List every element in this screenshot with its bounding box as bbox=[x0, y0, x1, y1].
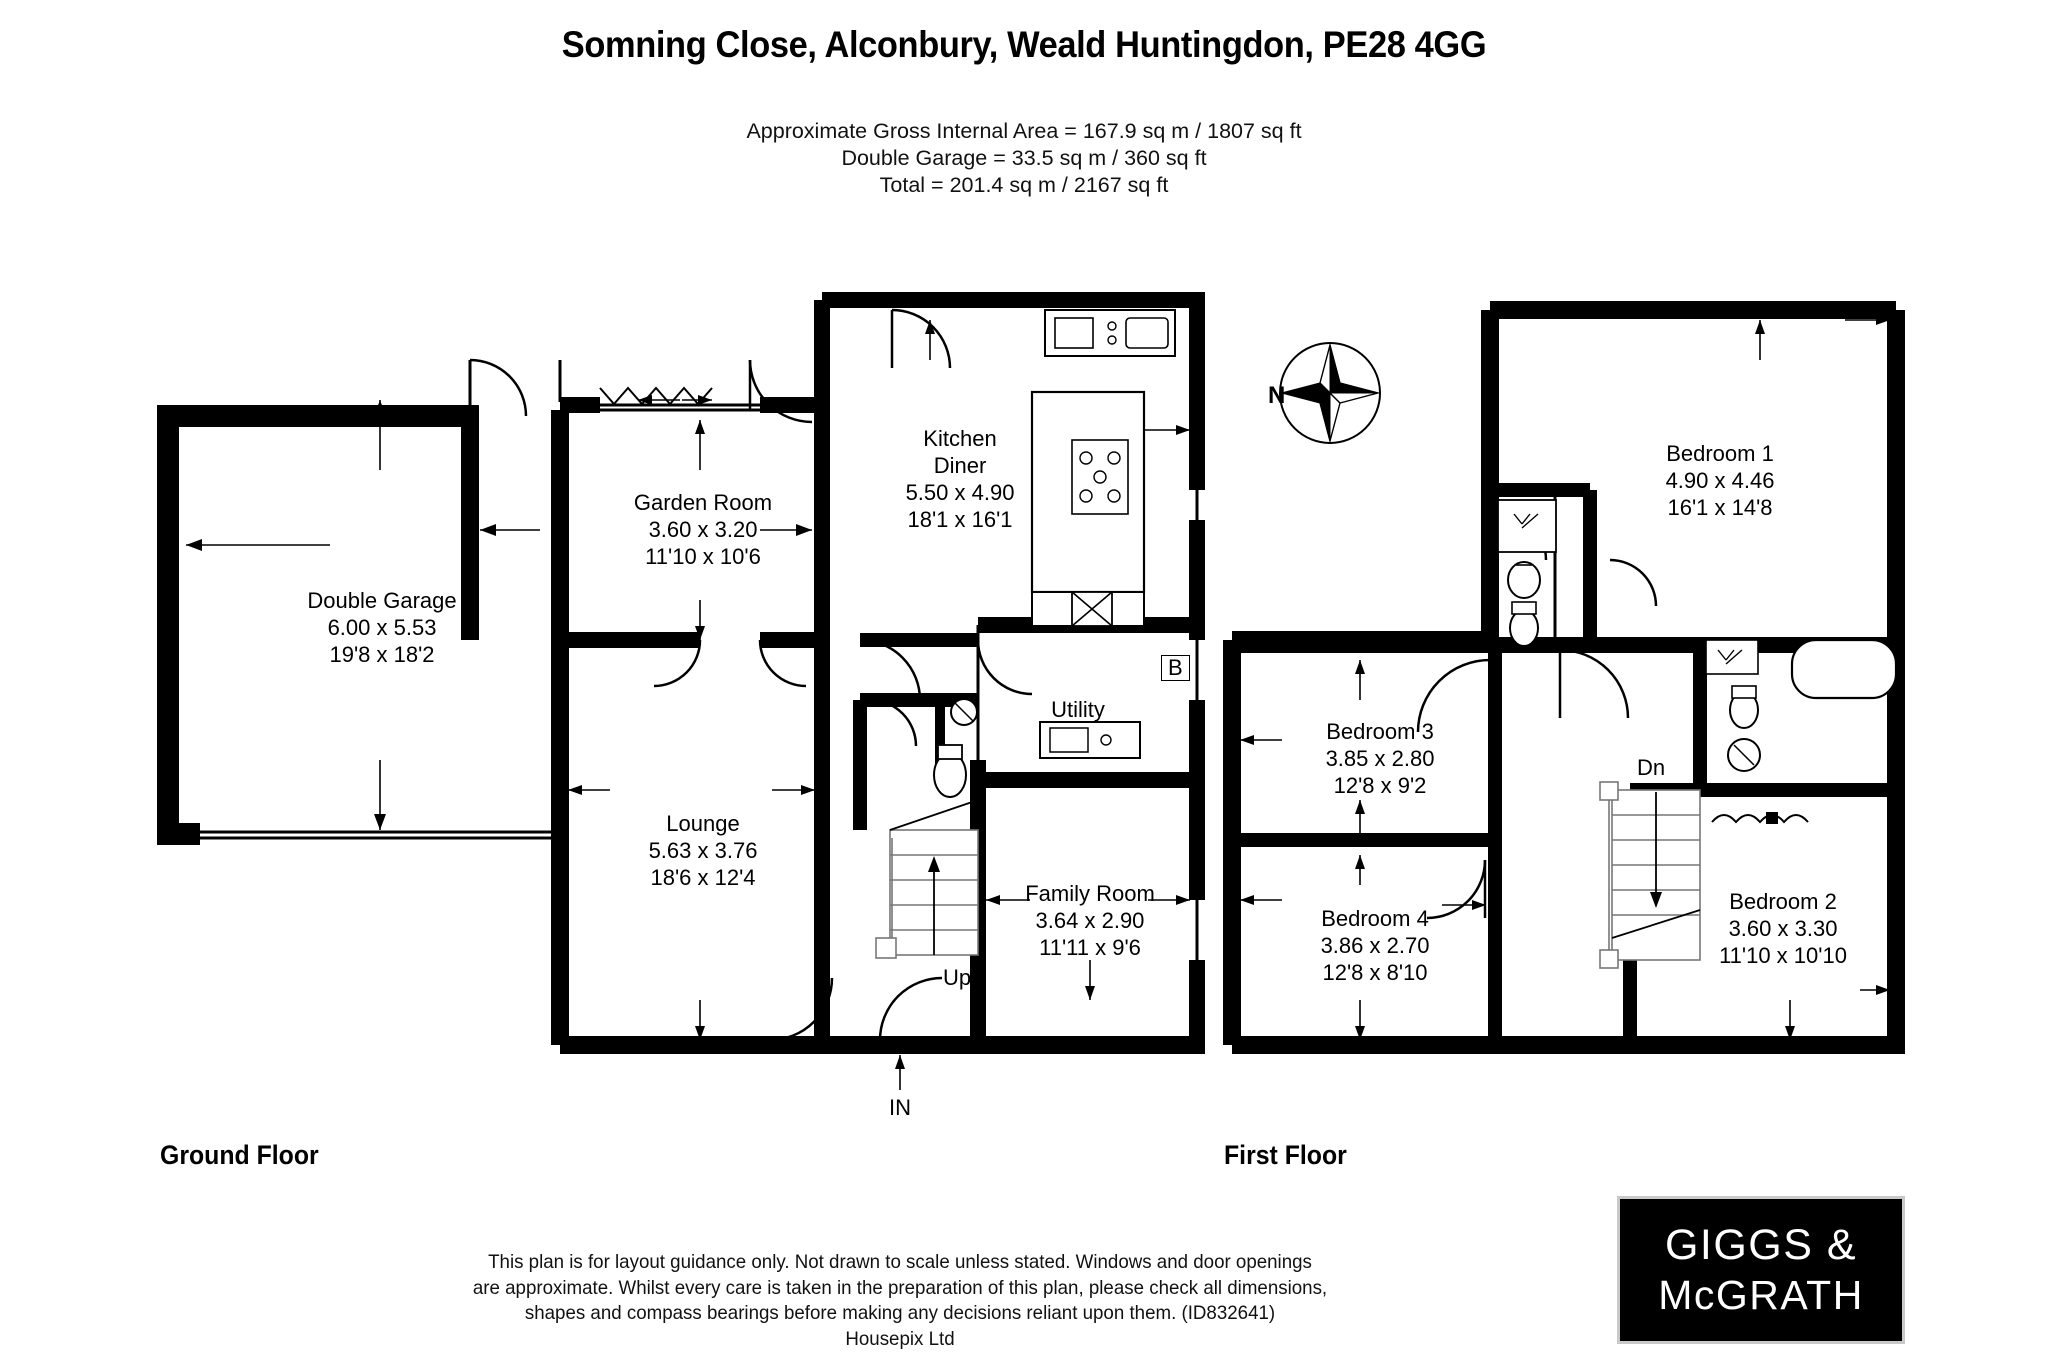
boiler-marker: B bbox=[1161, 655, 1190, 681]
ground-floor-caption: Ground Floor bbox=[160, 1140, 319, 1170]
room-imperial: 12'8 x 9'2 bbox=[1333, 773, 1427, 798]
room-label-bedroom-3: Bedroom 3 3.85 x 2.80 12'8 x 9'2 bbox=[1326, 718, 1435, 799]
page-title: Somning Close, Alconbury, Weald Huntingd… bbox=[561, 24, 1487, 65]
room-name: Double Garage bbox=[307, 588, 457, 613]
room-metric: 5.50 x 4.90 bbox=[905, 480, 1015, 505]
logo-line-2: McGRATH bbox=[1658, 1272, 1864, 1318]
room-name: Utility bbox=[1051, 697, 1105, 722]
room-name: Bedroom 2 bbox=[1729, 889, 1837, 914]
room-metric: 3.85 x 2.80 bbox=[1325, 746, 1435, 771]
disclaimer-line-1: This plan is for layout guidance only. N… bbox=[488, 1251, 1312, 1273]
room-metric: 3.64 x 2.90 bbox=[1035, 908, 1145, 933]
room-name: Lounge bbox=[666, 811, 740, 836]
disclaimer-line-2: are approximate. Whilst every care is ta… bbox=[472, 1276, 1328, 1299]
room-label-lounge: Lounge 5.63 x 3.76 18'6 x 12'4 bbox=[649, 810, 758, 891]
room-metric: 4.90 x 4.46 bbox=[1665, 468, 1775, 493]
room-label-bedroom-2: Bedroom 2 3.60 x 3.30 11'10 x 10'10 bbox=[1719, 888, 1847, 969]
room-imperial: 12'8 x 8'10 bbox=[1322, 960, 1428, 985]
stairs-up-label: Up bbox=[942, 965, 972, 990]
compass-north-label: N bbox=[1268, 382, 1286, 409]
area-line-garage: Double Garage = 33.5 sq m / 360 sq ft bbox=[841, 146, 1207, 170]
room-name: Bedroom 1 bbox=[1666, 441, 1774, 466]
area-line-gross: Approximate Gross Internal Area = 167.9 … bbox=[746, 119, 1302, 143]
stairs-down-label: Dn bbox=[1636, 755, 1666, 780]
room-name: Family Room bbox=[1025, 881, 1155, 906]
room-label-bedroom-4: Bedroom 4 3.86 x 2.70 12'8 x 8'10 bbox=[1321, 905, 1430, 986]
room-name-second-line: Diner bbox=[933, 453, 987, 478]
compass-rose-icon bbox=[1279, 342, 1381, 444]
room-label-garden-room: Garden Room 3.60 x 3.20 11'10 x 10'6 bbox=[634, 489, 772, 570]
room-label-family-room: Family Room 3.64 x 2.90 11'11 x 9'6 bbox=[1025, 880, 1155, 961]
room-imperial: 11'10 x 10'10 bbox=[1719, 943, 1847, 968]
room-name: Garden Room bbox=[633, 490, 773, 515]
room-label-kitchen-diner: Kitchen Diner 5.50 x 4.90 18'1 x 16'1 bbox=[906, 425, 1015, 533]
room-name: Kitchen bbox=[923, 426, 997, 451]
room-imperial: 18'6 x 12'4 bbox=[650, 865, 756, 890]
room-imperial: 11'10 x 10'6 bbox=[645, 544, 761, 569]
room-imperial: 18'1 x 16'1 bbox=[907, 507, 1013, 532]
disclaimer: This plan is for layout guidance only. N… bbox=[401, 1250, 1399, 1352]
area-summary: Approximate Gross Internal Area = 167.9 … bbox=[0, 118, 2048, 199]
area-line-total: Total = 201.4 sq m / 2167 sq ft bbox=[879, 173, 1169, 197]
logo-line-1: GIGGS & bbox=[1664, 1221, 1858, 1269]
agency-logo: GIGGS & McGRATH bbox=[1617, 1196, 1905, 1344]
room-imperial: 11'11 x 9'6 bbox=[1039, 935, 1141, 960]
room-metric: 3.86 x 2.70 bbox=[1320, 933, 1430, 958]
disclaimer-line-3: shapes and compass bearings before makin… bbox=[524, 1302, 1276, 1324]
first-floor-caption: First Floor bbox=[1224, 1140, 1347, 1170]
room-label-bedroom-1: Bedroom 1 4.90 x 4.46 16'1 x 14'8 bbox=[1666, 440, 1775, 521]
entrance-label: IN bbox=[889, 1095, 911, 1120]
room-imperial: 19'8 x 18'2 bbox=[329, 642, 435, 667]
room-imperial: 16'1 x 14'8 bbox=[1667, 495, 1773, 520]
room-label-utility: Utility bbox=[1051, 696, 1105, 723]
room-metric: 6.00 x 5.53 bbox=[327, 615, 437, 640]
room-name: Bedroom 4 bbox=[1321, 906, 1429, 931]
room-label-double-garage: Double Garage 6.00 x 5.53 19'8 x 18'2 bbox=[307, 587, 456, 668]
disclaimer-line-4: Housepix Ltd bbox=[845, 1327, 955, 1350]
room-metric: 5.63 x 3.76 bbox=[648, 838, 758, 863]
room-metric: 3.60 x 3.30 bbox=[1728, 916, 1838, 941]
room-name: Bedroom 3 bbox=[1326, 719, 1434, 744]
room-metric: 3.60 x 3.20 bbox=[648, 517, 758, 542]
